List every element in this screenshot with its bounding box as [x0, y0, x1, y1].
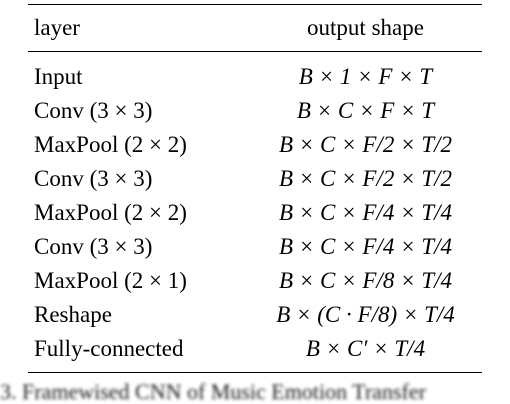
header-output-shape: output shape [307, 15, 424, 40]
cell-layer: Input [34, 64, 83, 89]
caption: 3. Framewised CNN of Music Emotion Trans… [0, 380, 426, 404]
table-row: Fully-connected B × C′ × T/4 [28, 332, 482, 373]
cell-output-shape: B × C × F/4 × T/4 [278, 200, 453, 225]
cell-layer: Reshape [34, 302, 112, 327]
table-header: layer output shape [28, 4, 482, 52]
table-row: Input B × 1 × F × T [28, 52, 482, 95]
table-row: Conv (3 × 3) B × C × F/4 × T/4 [28, 230, 482, 264]
table-row: Reshape B × (C · F/8) × T/4 [28, 298, 482, 332]
cell-output-shape: B × 1 × F × T [298, 64, 433, 89]
table-body: Input B × 1 × F × T Conv (3 × 3) B × C × F … [28, 52, 482, 373]
cell-layer: MaxPool (2 × 1) [34, 268, 187, 293]
cell-layer: Conv (3 × 3) [34, 98, 153, 123]
header-layer: layer [34, 15, 80, 40]
table-row: Conv (3 × 3) B × C × F × T [28, 94, 482, 128]
table-row: Conv (3 × 3) B × C × F/2 × T/2 [28, 162, 482, 196]
table: layer output shape Input B × 1 × F × T Con… [28, 4, 482, 373]
cell-layer: Fully-connected [34, 336, 184, 361]
cell-output-shape: B × C × F/2 × T/2 [278, 166, 453, 191]
cell-layer: Conv (3 × 3) [34, 166, 153, 191]
layer-shape-table: layer output shape Input B × 1 × F × T Con… [28, 4, 482, 373]
cell-output-shape: B × C′ × T/4 [305, 336, 426, 361]
header-row: layer output shape [28, 4, 482, 52]
cell-layer: Conv (3 × 3) [34, 234, 153, 259]
table-row: MaxPool (2 × 1) B × C × F/8 × T/4 [28, 264, 482, 298]
cell-output-shape: B × C × F × T [296, 98, 435, 123]
table-row: MaxPool (2 × 2) B × C × F/4 × T/4 [28, 196, 482, 230]
cell-layer: MaxPool (2 × 2) [34, 200, 187, 225]
cell-output-shape: B × C × F/8 × T/4 [278, 268, 453, 293]
table-row: MaxPool (2 × 2) B × C × F/2 × T/2 [28, 128, 482, 162]
cell-output-shape: B × (C · F/8) × T/4 [276, 302, 455, 327]
cell-output-shape: B × C × F/2 × T/2 [278, 132, 453, 157]
cell-layer: MaxPool (2 × 2) [34, 132, 187, 157]
cell-output-shape: B × C × F/4 × T/4 [278, 234, 453, 259]
